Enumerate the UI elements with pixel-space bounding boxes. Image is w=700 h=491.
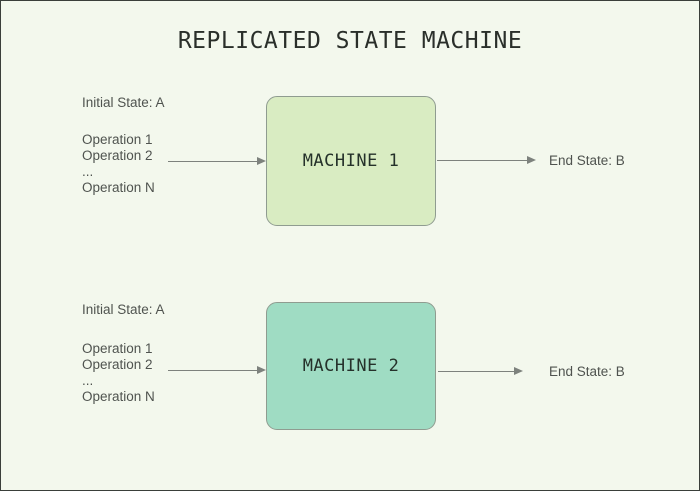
machine2-input-arrow xyxy=(168,365,266,375)
machine1-output-arrow xyxy=(437,155,536,165)
machine2-operation-2: Operation 2 xyxy=(82,357,153,372)
machine2-box: MACHINE 2 xyxy=(266,302,436,430)
machine2-end-state: End State: B xyxy=(549,364,625,379)
machine2-output-arrow xyxy=(438,366,523,376)
machine2-operations-ellipsis: ... xyxy=(82,373,94,388)
arrow-shaft xyxy=(168,160,257,162)
machine2-operations-list: Operation 1 Operation 2 ... Operation N xyxy=(82,341,155,405)
arrow-shaft xyxy=(168,369,257,371)
machine1-operations-list: Operation 1 Operation 2 ... Operation N xyxy=(82,132,155,196)
machine2-operation-n: Operation N xyxy=(82,389,155,404)
machine2-operation-1: Operation 1 xyxy=(82,341,153,356)
machine1-end-state: End State: B xyxy=(549,153,625,168)
arrow-right-icon xyxy=(514,367,523,375)
arrow-right-icon xyxy=(257,157,266,165)
machine1-operations-ellipsis: ... xyxy=(82,164,94,179)
machine2-initial-state: Initial State: A xyxy=(82,302,165,317)
machine1-label: MACHINE 1 xyxy=(302,151,400,171)
arrow-shaft xyxy=(437,159,527,161)
arrow-right-icon xyxy=(257,366,266,374)
machine1-input-arrow xyxy=(168,156,266,166)
machine1-box: MACHINE 1 xyxy=(266,96,436,226)
machine1-initial-state: Initial State: A xyxy=(82,95,165,110)
diagram-title: REPLICATED STATE MACHINE xyxy=(177,28,523,54)
arrow-right-icon xyxy=(527,156,536,164)
machine1-operation-1: Operation 1 xyxy=(82,132,153,147)
machine2-label: MACHINE 2 xyxy=(302,356,400,376)
machine1-operation-n: Operation N xyxy=(82,180,155,195)
machine1-operation-2: Operation 2 xyxy=(82,148,153,163)
arrow-shaft xyxy=(438,370,514,372)
